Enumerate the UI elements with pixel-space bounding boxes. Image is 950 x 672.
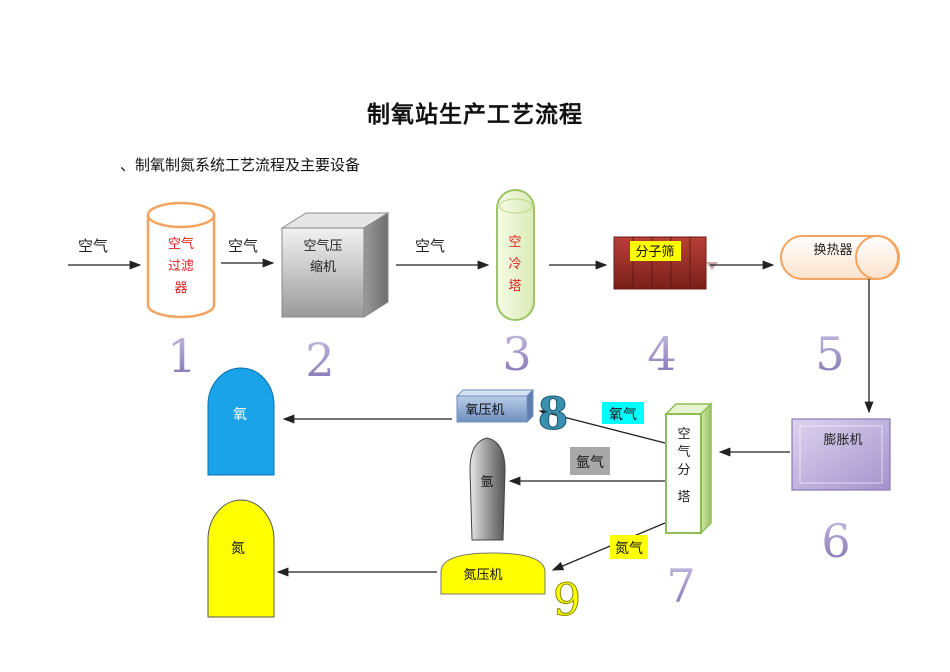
step-number-7: 7 — [666, 559, 695, 613]
cooler-label-1: 空 — [508, 235, 521, 250]
nitrogen-compressor: 氮压机 — [440, 552, 546, 595]
air-after-filter-label: 空气 — [228, 237, 258, 255]
compressor-label-2: 缩机 — [310, 259, 336, 275]
argon-gas-label: 氩气 — [576, 455, 604, 471]
separator-label-4: 塔 — [677, 490, 690, 505]
step-number-9: 9 — [553, 575, 581, 626]
heat-exchanger: 换热器 — [780, 235, 900, 280]
arrow-separator-to-n2-compressor — [551, 522, 666, 571]
argon-tank-label: 氩 — [480, 475, 493, 490]
step-number-3: 3 — [502, 327, 531, 381]
sieve-label: 分子筛 — [635, 245, 674, 260]
n2-compressor-label: 氮压机 — [463, 568, 502, 583]
cooler-label-2: 冷 — [508, 257, 521, 272]
cooling-tower: 空 冷 塔 — [496, 189, 535, 321]
step-number-2: 2 — [305, 333, 334, 387]
step-number-8: 8 — [538, 389, 569, 440]
step-number-1: 1 — [167, 329, 196, 383]
argon-cylinder: 氩 — [469, 437, 506, 541]
separator-label-2: 气 — [677, 444, 690, 460]
oxygen-gas-label: 氧气 — [609, 407, 637, 423]
exchanger-label: 换热器 — [813, 243, 852, 258]
air-compressor: 空气压 缩机 — [280, 212, 390, 318]
nitrogen-gas-label: 氮气 — [615, 541, 643, 557]
air-after-compressor-label: 空气 — [415, 237, 445, 255]
page-title: 制氧站生产工艺流程 — [367, 102, 583, 128]
filter-label-1: 空气 — [168, 236, 194, 252]
oxygen-compressor: 氧压机 — [455, 388, 535, 424]
cooler-label-3: 塔 — [508, 279, 521, 294]
nitrogen-tank-label: 氮 — [231, 541, 245, 557]
air-in-label: 空气 — [78, 237, 108, 255]
oxygen-tank: 氧 — [207, 367, 275, 476]
molecular-sieve: 分子筛 — [613, 236, 718, 290]
nitrogen-gas-highlight — [610, 535, 648, 559]
o2-compressor-label: 氧压机 — [465, 403, 504, 418]
expander: 膨胀机 — [791, 418, 891, 491]
step-number-4: 4 — [647, 327, 676, 381]
step-number-5: 5 — [815, 327, 844, 381]
argon-gas-highlight — [570, 447, 610, 475]
nitrogen-tank: 氮 — [207, 499, 275, 618]
separator-label-3: 分 — [677, 463, 690, 478]
filter-label-2: 过滤 — [168, 259, 194, 274]
step-number-6: 6 — [821, 514, 850, 568]
filter-label-3: 器 — [174, 281, 187, 296]
expander-label: 膨胀机 — [823, 433, 862, 448]
oxygen-gas-highlight — [602, 402, 644, 424]
air-separation-tower: 空 气 分 塔 — [664, 402, 713, 535]
section-subtitle: 、制氧制氮系统工艺流程及主要设备 — [120, 156, 361, 174]
oxygen-tank-label: 氧 — [233, 407, 247, 423]
compressor-label-1: 空气压 — [303, 238, 342, 254]
arrow-separator-to-o2-compressor — [538, 409, 666, 444]
separator-label-1: 空 — [677, 427, 690, 442]
air-filter: 空气 过滤 器 — [146, 201, 216, 319]
